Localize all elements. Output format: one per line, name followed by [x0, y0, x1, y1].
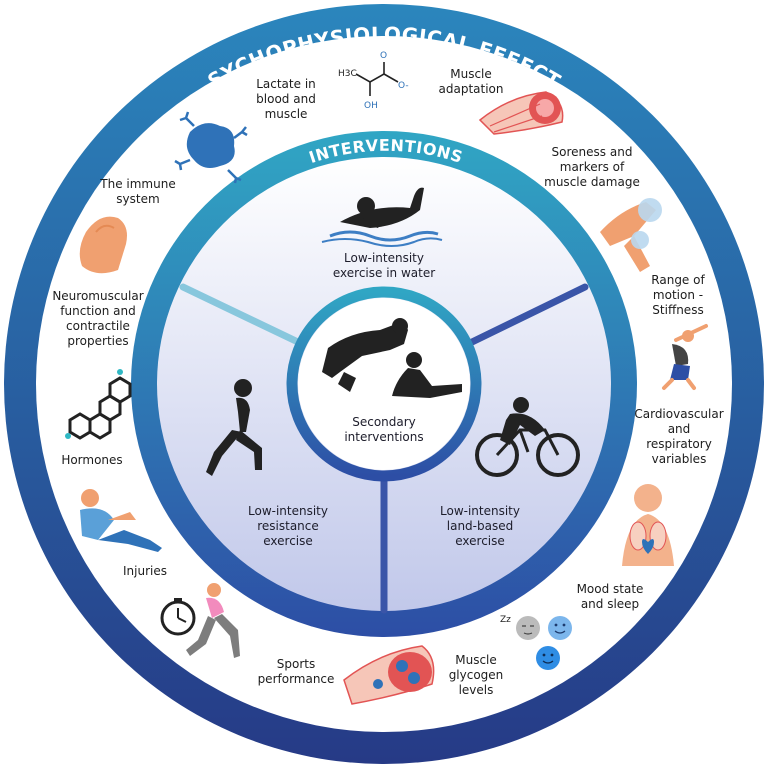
label-line: Range of — [651, 273, 705, 287]
flexed-arm-icon — [79, 216, 127, 274]
cyclist-icon — [475, 397, 580, 477]
svg-text:O-: O- — [398, 81, 409, 91]
center-circle — [298, 298, 470, 470]
label-line: motion - — [653, 288, 703, 302]
massage-stretching-icon — [322, 318, 462, 398]
lunge-icon — [206, 379, 262, 476]
label-line: muscle — [265, 107, 308, 121]
label-line: muscle damage — [544, 175, 640, 189]
svg-text:O: O — [380, 51, 387, 61]
label-line: Muscle — [450, 67, 492, 81]
label-line: exercise in water — [333, 266, 435, 280]
label-line: function and — [60, 304, 135, 318]
muscle-fiber-icon — [478, 91, 564, 135]
divider-left — [179, 283, 304, 347]
stretching-person-icon — [662, 324, 708, 390]
label-line: Low-intensity — [248, 504, 328, 518]
immune-cell-icon — [174, 111, 248, 184]
label-line: adaptation — [439, 82, 504, 96]
label-line: resistance — [257, 519, 319, 533]
heart-lungs-icon — [622, 484, 674, 566]
label-line: exercise — [455, 534, 505, 548]
label-line: The immune — [99, 177, 175, 191]
runner-stopwatch-icon — [160, 583, 240, 658]
label-line: levels — [459, 683, 494, 697]
label-line: exercise — [263, 534, 313, 548]
injured-person-icon — [80, 489, 162, 552]
label-line: system — [116, 192, 159, 206]
mood-faces-icon: Zz — [500, 615, 572, 670]
swimmer-icon — [321, 187, 443, 247]
label-line: contractile — [66, 319, 130, 333]
label-line: Sports — [277, 657, 315, 671]
effect-hormones: Hormones — [61, 369, 132, 467]
label-line: Muscle — [455, 653, 497, 667]
label-line: Injuries — [123, 564, 167, 578]
effect-hormones-label: Hormones — [61, 453, 122, 467]
label-line: variables — [652, 452, 707, 466]
muscle-glycogen-icon — [343, 645, 435, 705]
effect-injuries-label: Injuries — [123, 564, 167, 578]
label-line: Low-intensity — [440, 504, 520, 518]
svg-text:OH: OH — [364, 101, 378, 111]
divider-right — [466, 283, 589, 347]
label-line: respiratory — [646, 437, 712, 451]
label-line: blood and — [256, 92, 316, 106]
center-ring — [286, 286, 482, 482]
svg-text:H3C: H3C — [338, 69, 357, 79]
label-line: Soreness and — [552, 145, 633, 159]
label-line: land-based — [447, 519, 513, 533]
label-line: performance — [258, 672, 335, 686]
label-line: Cardiovascular — [634, 407, 723, 421]
label-line: markers of — [560, 160, 625, 174]
hormone-molecule-icon — [65, 369, 132, 440]
label-line: Secondary — [352, 415, 416, 429]
label-line: and sleep — [581, 597, 639, 611]
label-line: Neuromuscular — [52, 289, 143, 303]
label-line: Stiffness — [652, 303, 703, 317]
label-line: Mood state — [577, 582, 644, 596]
sore-knee-icon — [600, 198, 662, 272]
svg-text:Zz: Zz — [500, 615, 511, 625]
label-line: Hormones — [61, 453, 122, 467]
label-line: interventions — [344, 430, 423, 444]
effect-injuries: Injuries — [80, 489, 167, 578]
lactate-molecule-icon: H3C O O- OH — [338, 51, 409, 111]
label-line: glycogen — [449, 668, 504, 682]
label-line: Low-intensity — [344, 251, 424, 265]
label-line: and — [668, 422, 691, 436]
label-line: Lactate in — [256, 77, 316, 91]
label-line: properties — [67, 334, 128, 348]
